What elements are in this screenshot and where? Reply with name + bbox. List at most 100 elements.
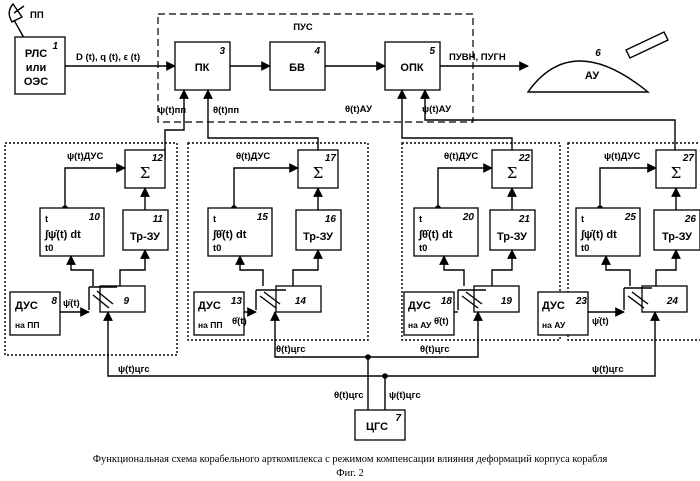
tr-zu-label: Тр-ЗУ <box>662 231 692 243</box>
tsgs-number: 7 <box>395 413 401 424</box>
integrator-number: 15 <box>257 212 269 223</box>
switch-to-int-arrow <box>71 256 93 286</box>
integrator-lower-limit: t0 <box>45 243 53 254</box>
rls-label-line2: или <box>26 62 47 74</box>
feedback-label: ψ(t)ДУС <box>67 151 103 162</box>
rls-output-label: D (t), q (t), ε (t) <box>76 52 140 63</box>
integrator-lower-limit: t0 <box>213 243 221 254</box>
integrator-number: 25 <box>624 212 637 223</box>
switch-to-int-arrow <box>240 256 263 286</box>
dus-number: 13 <box>231 296 243 307</box>
opk-number: 5 <box>429 46 435 57</box>
dus-location-label: на АУ <box>408 320 432 330</box>
dus-location-label: на ПП <box>198 320 222 330</box>
switch-contact-line <box>260 296 276 308</box>
integrator-lower-limit: t0 <box>581 243 589 254</box>
theta-bus-right-label: θ(t)цгс <box>420 344 450 355</box>
module-4: Σ 27 ψ(t)ДУС 25 t ∫ψ̇(t) dt t0 26 Тр-ЗУ … <box>538 143 700 340</box>
tr-zu-label: Тр-ЗУ <box>497 231 527 243</box>
bv-number: 4 <box>313 46 320 57</box>
integrator-lower-limit: t0 <box>419 243 427 254</box>
integrator-expression: ∫θ̇(t) dt <box>212 229 247 241</box>
opk-block: 5 ОПК <box>385 42 440 90</box>
dus-label: ДУС <box>15 300 38 312</box>
int-to-sum-line <box>438 168 492 208</box>
tr-zu-number: 11 <box>153 214 164 225</box>
tsgs-label: ЦГС <box>366 421 388 433</box>
opk-label: ОПК <box>400 62 423 74</box>
pk-input-theta-label: θ(t)пп <box>213 105 239 116</box>
switch-number: 19 <box>501 296 513 307</box>
switch-number: 24 <box>666 296 679 307</box>
sum-number: 22 <box>518 153 531 164</box>
au-label: АУ <box>585 70 600 82</box>
figure-number: Фиг. 2 <box>336 468 364 479</box>
dus-number: 18 <box>441 296 453 307</box>
switch-to-tr-arrow <box>120 250 145 286</box>
pk-label: ПК <box>195 62 210 74</box>
switch-number: 9 <box>123 296 129 307</box>
sum-number: 27 <box>682 153 695 164</box>
dus-number: 8 <box>51 296 57 307</box>
tsgs-theta-label: θ(t)цгс <box>334 390 364 401</box>
integrator-expression: ∫ψ̇(t) dt <box>44 229 81 241</box>
module-1: Σ 12 ψ(t)ДУС 10 t ∫ψ̇(t) dt t0 11 Тр-ЗУ … <box>5 143 177 355</box>
switch-to-int-arrow <box>444 256 464 286</box>
int-to-sum-line <box>600 168 656 208</box>
opk-input-psi-label: ψ(t)АУ <box>422 104 451 115</box>
rls-label-line3: ОЭС <box>24 76 48 88</box>
tr-zu-number: 21 <box>518 214 531 225</box>
tsgs-psi-label: ψ(t)цгс <box>389 390 421 401</box>
rate-label: θ̇(t) <box>232 316 247 327</box>
theta-bus-left-label: θ(t)цгс <box>276 344 306 355</box>
psi-bus-right-label: ψ(t)цгс <box>592 364 624 375</box>
opk-input-theta-label: θ(t)АУ <box>345 104 372 115</box>
sum-symbol: Σ <box>507 164 518 182</box>
integrator-expression: ∫θ̇(t) dt <box>418 229 453 241</box>
switch-to-tr-arrow <box>293 250 318 286</box>
sum17-to-pk-line <box>208 90 318 150</box>
switch-block <box>642 286 687 312</box>
antenna-label: ПП <box>30 10 44 21</box>
switch-number: 14 <box>295 296 307 307</box>
pus-label: ПУС <box>293 22 313 33</box>
antenna-icon <box>9 4 24 38</box>
dus-label: ДУС <box>198 300 221 312</box>
integrator-number: 20 <box>462 212 475 223</box>
sum-symbol: Σ <box>671 164 682 182</box>
feedback-label: ψ(t)ДУС <box>604 151 640 162</box>
sum-symbol: Σ <box>140 164 151 182</box>
feedback-label: θ(t)ДУС <box>236 151 270 162</box>
int-to-sum-line <box>65 168 125 208</box>
sum-number: 17 <box>325 153 337 164</box>
dus-number: 23 <box>575 296 588 307</box>
bv-block: 4 БВ <box>270 42 325 90</box>
tr-zu-number: 16 <box>325 214 337 225</box>
tr-zu-label: Тр-ЗУ <box>130 231 160 243</box>
sum-symbol: Σ <box>313 164 324 182</box>
bv-label: БВ <box>289 62 305 74</box>
tr-zu-label: Тр-ЗУ <box>303 231 333 243</box>
sum-number: 12 <box>152 153 164 164</box>
pk-block: 3 ПК <box>175 42 230 90</box>
tsgs-block: ЦГС 7 <box>355 410 405 440</box>
pk-number: 3 <box>219 46 225 57</box>
module-2: Σ 17 θ(t)ДУС 15 t ∫θ̇(t) dt t0 16 Тр-ЗУ … <box>188 143 368 340</box>
rls-block: 1 РЛС или ОЭС <box>15 37 65 94</box>
int-to-sum-line <box>234 168 298 208</box>
dus-label: ДУС <box>542 300 565 312</box>
gun-mount-icon <box>528 32 668 92</box>
rls-label-line1: РЛС <box>25 48 47 60</box>
pk-input-psi-label: ψ(t)пп <box>158 105 186 116</box>
sum12-to-pk-line <box>165 90 184 160</box>
opk-output-label: ПУВН, ПУГН <box>449 52 506 63</box>
au-number: 6 <box>595 48 601 59</box>
tr-zu-number: 26 <box>684 214 697 225</box>
switch-to-tr-arrow <box>492 250 512 286</box>
rate-label: θ̇(t) <box>434 316 449 327</box>
dus-label: ДУС <box>408 300 431 312</box>
dus-location-label: на ПП <box>15 320 39 330</box>
rls-number: 1 <box>52 41 58 52</box>
module-3: Σ 22 θ(t)ДУС 20 t ∫θ̇(t) dt t0 21 Тр-ЗУ … <box>402 143 560 340</box>
